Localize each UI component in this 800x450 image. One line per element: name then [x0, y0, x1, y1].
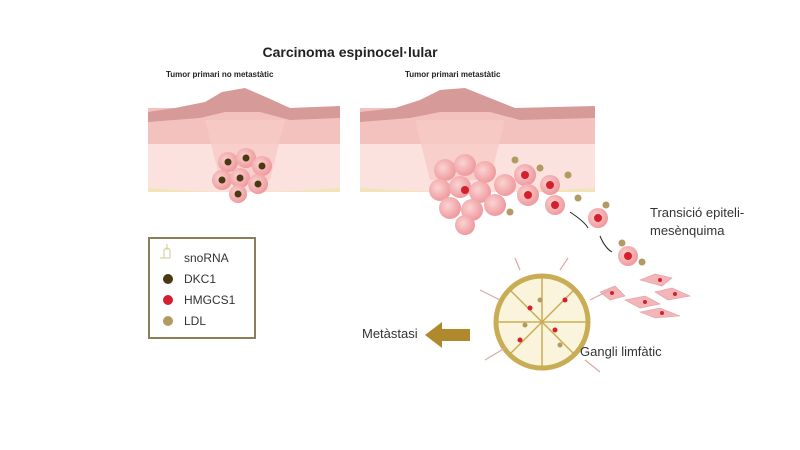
label-non-metastatic: Tumor primari no metastàtic [166, 70, 274, 79]
tumor-metastatic [429, 154, 646, 266]
legend-hmgcs1: HMGCS1 [184, 293, 236, 307]
label-emt-line1: Transició epiteli- [650, 205, 745, 220]
legend-dkc1: DKC1 [184, 272, 217, 286]
mesenchymal-cells [599, 273, 692, 319]
hmgcs1-icon [163, 295, 173, 305]
label-metastatic: Tumor primari metastàtic [405, 70, 501, 79]
legend-ldl: LDL [184, 314, 207, 328]
metastasis-arrow [425, 322, 470, 348]
tumor-non-metastatic [212, 148, 272, 203]
ldl-icon [163, 316, 173, 326]
legend: snoRNA DKC1 HMGCS1 LDL [148, 237, 256, 339]
label-metastasis: Metàstasi [362, 326, 418, 341]
snorna-icon [160, 244, 171, 259]
label-lymph-node: Gangli limfàtic [580, 344, 662, 359]
legend-snorna: snoRNA [184, 251, 229, 265]
lymph-node [479, 257, 611, 373]
diagram-title: Carcinoma espinocel·lular [262, 44, 438, 60]
label-emt-line2: mesènquima [650, 223, 725, 238]
dkc1-icon [163, 274, 173, 284]
